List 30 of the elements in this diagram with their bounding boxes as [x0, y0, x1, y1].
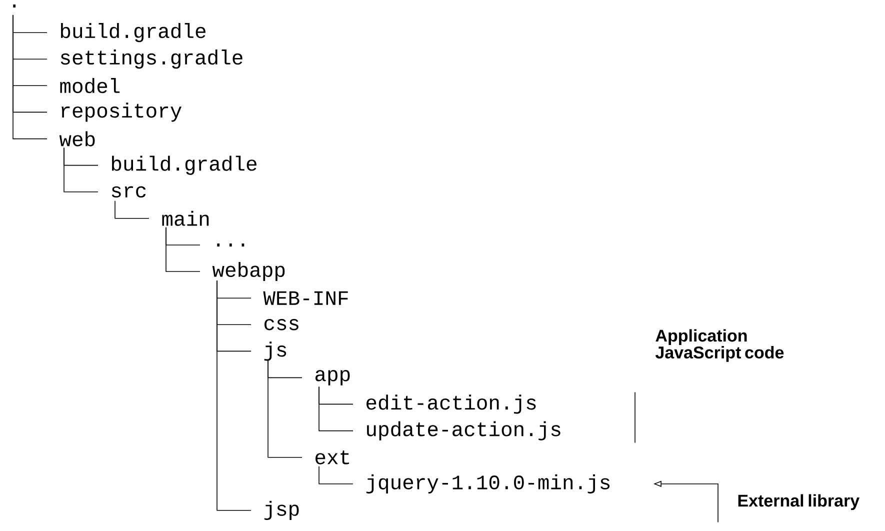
- annotation-text: Application JavaScript code: [655, 329, 784, 362]
- folder-entry: update-action.js: [367, 421, 560, 440]
- folder-entry: jsp: [264, 500, 299, 520]
- folder-entry: src: [112, 186, 146, 198]
- folder-entry: build.gradle: [61, 23, 206, 42]
- tree-branch: [216, 280, 252, 511]
- tree-branch: [268, 360, 302, 458]
- folder-entry: main: [162, 210, 209, 226]
- tree-branch: [318, 386, 354, 432]
- folder-entry: css: [264, 319, 298, 330]
- folder-entry: WEB-INF: [263, 291, 348, 305]
- tree-branch: [318, 466, 354, 484]
- annotation-text: External library: [738, 494, 860, 510]
- tree-branch: [114, 200, 150, 219]
- folder-entry: app: [316, 370, 350, 386]
- folder-entry: build.gradle: [112, 156, 256, 175]
- folder-entry: web: [59, 131, 95, 146]
- folder-entry: .: [13, 4, 16, 8]
- folder-entry: ext: [316, 450, 349, 464]
- tree-branch: [64, 147, 98, 192]
- folder-entry: edit-action.js: [366, 394, 536, 414]
- folder-entry: repository: [62, 102, 182, 122]
- folder-entry: js: [264, 342, 286, 361]
- tree-branch: [166, 227, 200, 272]
- folder-entry: webapp: [212, 262, 285, 282]
- tree-branch: [12, 14, 48, 140]
- folder-entry: ...: [217, 244, 244, 246]
- folder-entry: jquery-1.10.0-min.js: [366, 474, 610, 494]
- folder-entry: model: [60, 78, 120, 94]
- folder-entry: settings.gradle: [60, 50, 242, 69]
